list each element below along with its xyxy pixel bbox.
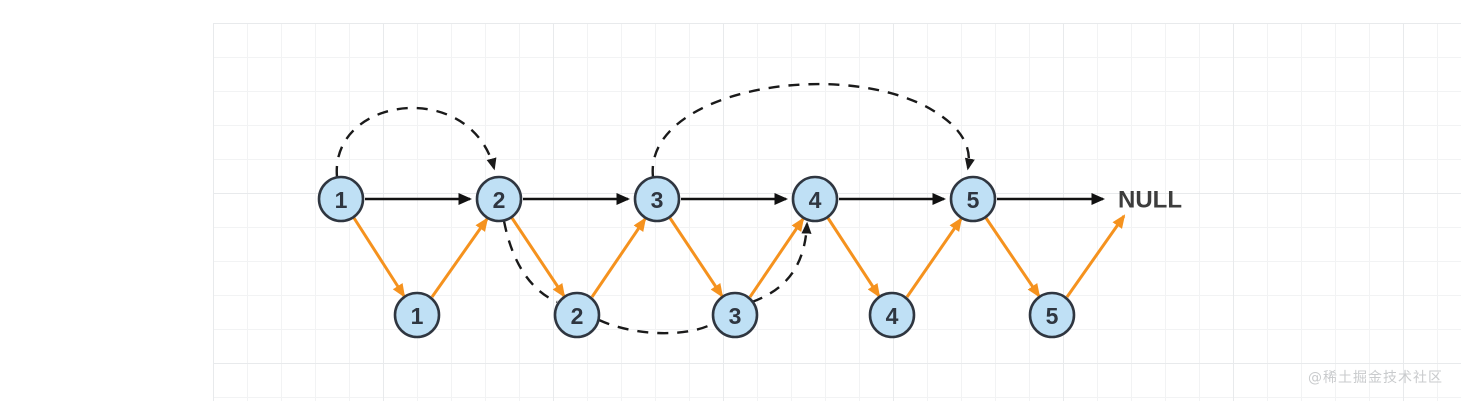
node-circle[interactable] [868,291,916,339]
node-bottom-4[interactable]: 4 [868,291,916,339]
traverse-pointer-group [352,214,1126,298]
dashed-arc-bottom2-bottom3 [598,318,715,335]
node-circle[interactable] [633,175,681,223]
node-bottom-3[interactable]: 3 [711,291,759,339]
traverse-edge-top4-bottom4 [826,217,881,298]
bottom-node-row: 1 2 3 4 5 [393,291,1076,339]
dashed-arc-top1-top2 [335,106,497,178]
traverse-edge-bottom1-top2 [430,217,489,298]
node-circle[interactable] [1028,291,1076,339]
node-circle[interactable] [475,175,523,223]
grid-background [213,23,1461,401]
node-circle[interactable] [791,175,839,223]
traverse-edge-bottom2-top3 [590,217,647,298]
node-bottom-5[interactable]: 5 [1028,291,1076,339]
node-label: 5 [1046,303,1059,329]
dashed-arc-bottom3-top4 [751,221,812,304]
node-label: 4 [809,187,822,213]
top-node-row: 1 2 3 4 5 [317,175,997,223]
node-label: 1 [335,187,348,213]
traverse-edge-bottom4-top5 [905,217,963,298]
traverse-edge-top1-bottom1 [352,217,406,298]
dashed-arc-top2-bottom2 [502,220,558,304]
dashed-arc-top3-top5 [651,82,975,178]
node-circle[interactable] [949,175,997,223]
node-label: 3 [651,187,664,213]
node-top-2[interactable]: 2 [475,175,523,223]
node-top-4[interactable]: 4 [791,175,839,223]
node-label: 4 [886,303,899,329]
node-label: 1 [411,303,424,329]
node-circle[interactable] [317,175,365,223]
node-top-1[interactable]: 1 [317,175,365,223]
node-label: 5 [967,187,980,213]
traverse-edge-top3-bottom3 [668,217,724,298]
node-bottom-2[interactable]: 2 [553,291,601,339]
node-circle[interactable] [711,291,759,339]
traverse-edge-top5-bottom5 [984,217,1041,298]
node-label: 2 [571,303,584,329]
watermark-text: @稀土掘金技术社区 [1308,370,1443,386]
node-top-5[interactable]: 5 [949,175,997,223]
node-circle[interactable] [393,291,441,339]
node-label: 2 [493,187,506,213]
node-circle[interactable] [553,291,601,339]
dashed-pointer-group [335,82,975,335]
traverse-edge-bottom3-top4 [748,217,805,298]
node-top-3[interactable]: 3 [633,175,681,223]
traverse-edge-top2-bottom2 [510,217,566,298]
null-terminator-label: NULL [1118,187,1182,214]
node-bottom-1[interactable]: 1 [393,291,441,339]
node-label: 3 [729,303,742,329]
traverse-edge-bottom5-null [1065,214,1126,298]
